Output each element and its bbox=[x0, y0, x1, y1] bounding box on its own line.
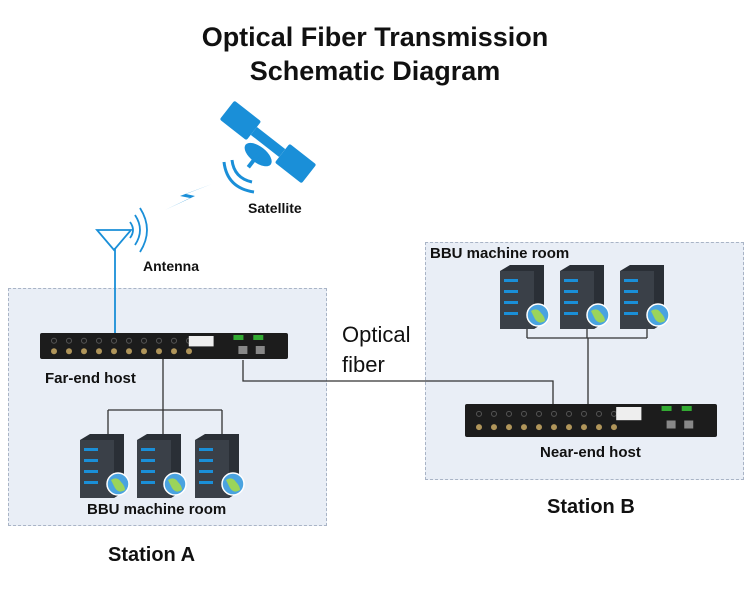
station-b-label: Station B bbox=[547, 496, 635, 518]
antenna-icon bbox=[95, 207, 148, 333]
server-icon bbox=[195, 434, 245, 498]
server-icon bbox=[500, 265, 550, 329]
satellite-icon bbox=[220, 101, 316, 183]
lightning-icon bbox=[165, 184, 212, 210]
globe-icon bbox=[646, 303, 670, 327]
globe-icon bbox=[221, 472, 245, 496]
far-end-host-label: Far-end host bbox=[45, 370, 136, 387]
satellite-label: Satellite bbox=[248, 200, 302, 216]
server-icon bbox=[620, 265, 670, 329]
server-icon bbox=[560, 265, 610, 329]
optical-fiber-line bbox=[242, 360, 554, 404]
bbu-room-b-label: BBU machine room bbox=[430, 245, 570, 262]
station-a-label: Station A bbox=[108, 544, 196, 566]
server-icon bbox=[137, 434, 187, 498]
bbu-room-a-label: BBU machine room bbox=[87, 501, 227, 518]
near-end-host-label: Near-end host bbox=[540, 444, 641, 461]
globe-icon bbox=[526, 303, 550, 327]
globe-icon bbox=[106, 472, 130, 496]
server-icon bbox=[80, 434, 130, 498]
globe-icon bbox=[163, 472, 187, 496]
near-end-host-device bbox=[465, 404, 717, 437]
antenna-label: Antenna bbox=[143, 258, 199, 274]
far-end-host-device bbox=[40, 333, 288, 359]
globe-icon bbox=[586, 303, 610, 327]
